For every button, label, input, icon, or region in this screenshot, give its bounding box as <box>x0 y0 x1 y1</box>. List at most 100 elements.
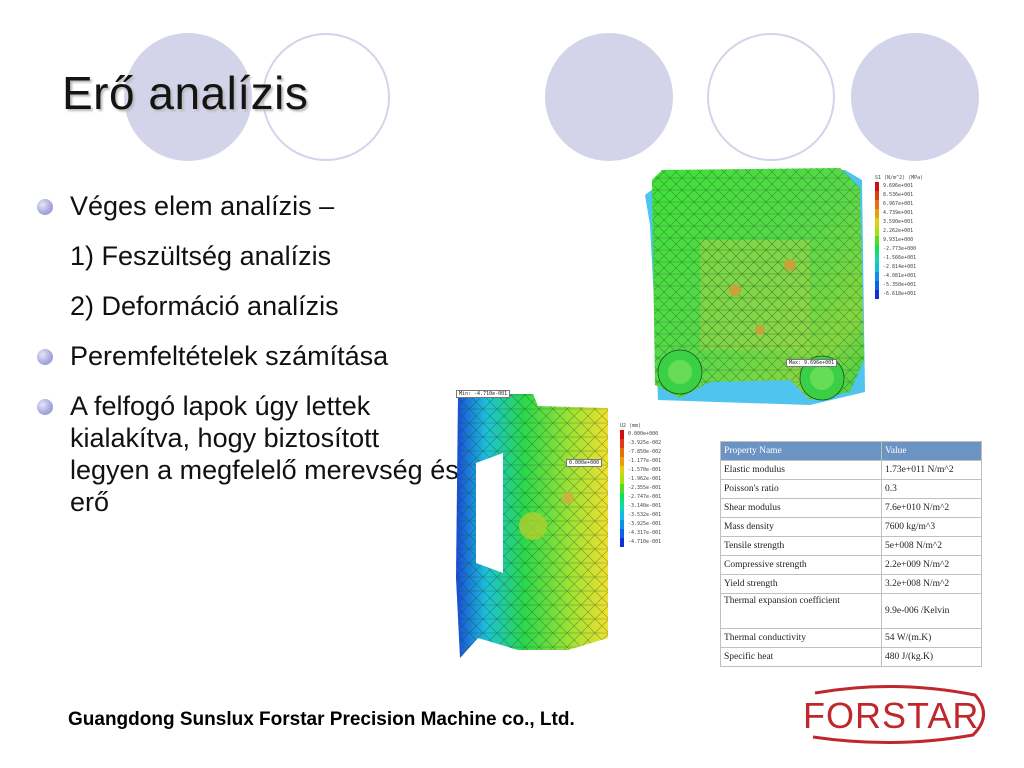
stress-legend-value: 9.931e+000 <box>883 237 914 243</box>
fea-stress-render <box>645 168 865 405</box>
deformation-legend-title: U2 (mm) <box>620 423 642 429</box>
stress-legend-row: -4.081e+001 <box>875 272 945 281</box>
deformation-legend-swatch <box>620 430 624 439</box>
stress-legend-row: 2.262e+001 <box>875 227 945 236</box>
stress-legend-row: -6.618e+001 <box>875 290 945 299</box>
fea-max-label: Max: 9.696e+001 <box>786 359 838 367</box>
stress-legend-value: -5.350e+001 <box>883 282 917 288</box>
stress-legend-title: S1 (N/m^2) (MPa) <box>875 175 924 181</box>
stress-legend-swatch <box>875 200 879 209</box>
stress-legend-value: -4.081e+001 <box>883 273 917 279</box>
deformation-legend-value: -3.532e-001 <box>628 512 662 518</box>
stress-legend-swatch <box>875 290 879 299</box>
stress-legend-row: -5.350e+001 <box>875 281 945 290</box>
fea-probe-label: 0.000e+000 <box>566 459 603 467</box>
deformation-legend-row: 0.000e+000 <box>620 430 670 439</box>
bullet-item: Véges elem analízis – <box>36 190 466 222</box>
property-name: Compressive strength <box>720 555 882 575</box>
company-footer: Guangdong Sunslux Forstar Precision Mach… <box>68 709 575 730</box>
stress-legend-swatch <box>875 254 879 263</box>
stress-legend-swatch <box>875 191 879 200</box>
deformation-legend-value: -3.925e-001 <box>628 521 662 527</box>
property-name: Thermal expansion coefficient <box>720 593 882 629</box>
property-name: Shear modulus <box>720 498 882 518</box>
deformation-legend-row: -1.962e-001 <box>620 475 670 484</box>
property-name: Mass density <box>720 517 882 537</box>
stress-legend-row: 6.967e+001 <box>875 200 945 209</box>
property-value: 9.9e-006 /Kelvin <box>881 593 982 629</box>
deformation-legend-row: -3.925e-002 <box>620 439 670 448</box>
deformation-legend-row: -3.925e-001 <box>620 520 670 529</box>
deformation-legend-swatch <box>620 538 624 547</box>
stress-legend-row: 8.536e+001 <box>875 191 945 200</box>
deformation-legend-swatch <box>620 502 624 511</box>
deformation-legend-swatch <box>620 511 624 520</box>
deformation-legend-value: -1.570e-001 <box>628 467 662 473</box>
deformation-legend-value: -4.710e-001 <box>628 539 662 545</box>
property-name: Specific heat <box>720 647 882 667</box>
deformation-legend-swatch <box>620 493 624 502</box>
logo-swoosh-icon <box>812 684 985 745</box>
deformation-legend-row: -3.532e-001 <box>620 511 670 520</box>
stress-legend-value: -2.773e+000 <box>883 246 917 252</box>
stress-legend-swatch <box>875 245 879 254</box>
bullet-item: Peremfeltételek számítása <box>36 340 466 372</box>
deformation-legend-swatch <box>620 439 624 448</box>
deformation-legend-swatch <box>620 475 624 484</box>
stress-legend-value: -6.618e+001 <box>883 291 917 297</box>
bullet-text: Véges elem analízis – <box>70 191 335 221</box>
deformation-legend-row: -2.747e-001 <box>620 493 670 502</box>
deformation-legend-row: -1.177e-001 <box>620 457 670 466</box>
deformation-legend-swatch <box>620 520 624 529</box>
deformation-legend-row: -2.355e-001 <box>620 484 670 493</box>
property-name: Elastic modulus <box>720 460 882 480</box>
stress-legend-row: -2.773e+000 <box>875 245 945 254</box>
deformation-legend-row: -3.140e-001 <box>620 502 670 511</box>
property-value: 2.2e+009 N/m^2 <box>881 555 982 575</box>
property-value: 1.73e+011 N/m^2 <box>881 460 982 480</box>
deformation-legend-row: -4.710e-001 <box>620 538 670 547</box>
decor-circle <box>124 33 252 161</box>
deformation-legend-scale: 0.000e+000 -3.925e-002 -7.850e-002 -1.177e-… <box>620 430 670 547</box>
stress-legend-row: 4.739e+001 <box>875 209 945 218</box>
stress-legend-value: 9.696e+001 <box>883 183 914 189</box>
stress-legend-value: -2.814e+001 <box>883 264 917 270</box>
deformation-legend-swatch <box>620 529 624 538</box>
deformation-legend-swatch <box>620 484 624 493</box>
stress-legend-row: 3.590e+001 <box>875 218 945 227</box>
property-value: 3.2e+008 N/m^2 <box>881 574 982 594</box>
property-value: 0.3 <box>881 479 982 499</box>
deformation-legend-value: -3.925e-002 <box>628 440 662 446</box>
deformation-legend-value: -1.177e-001 <box>628 458 662 464</box>
bullet-subline: 2) Deformáció analízis <box>70 291 339 321</box>
deformation-legend-swatch <box>620 448 624 457</box>
deformation-legend-value: -2.355e-001 <box>628 485 662 491</box>
deformation-legend-row: -1.570e-001 <box>620 466 670 475</box>
bullet-dot-icon <box>37 199 53 215</box>
deformation-legend-row: -4.317e-001 <box>620 529 670 538</box>
property-value: 7600 kg/m^3 <box>881 517 982 537</box>
deformation-legend-value: -4.317e-001 <box>628 530 662 536</box>
bullet-subline: 1) Feszültség analízis <box>70 241 332 271</box>
stress-legend-swatch <box>875 182 879 191</box>
decor-circle <box>707 33 835 161</box>
deformation-legend-swatch <box>620 457 624 466</box>
stress-legend-swatch <box>875 236 879 245</box>
table-header-row: Property Name Value <box>720 441 982 461</box>
forstar-logo: FORSTAR <box>795 683 990 747</box>
deformation-legend-value: 0.000e+000 <box>628 431 659 437</box>
bullet-text: Peremfeltételek számítása <box>70 341 389 371</box>
deformation-legend-value: -7.850e-002 <box>628 449 662 455</box>
stress-legend-swatch <box>875 263 879 272</box>
property-name: Yield strength <box>720 574 882 594</box>
column-header: Property Name <box>720 441 882 461</box>
